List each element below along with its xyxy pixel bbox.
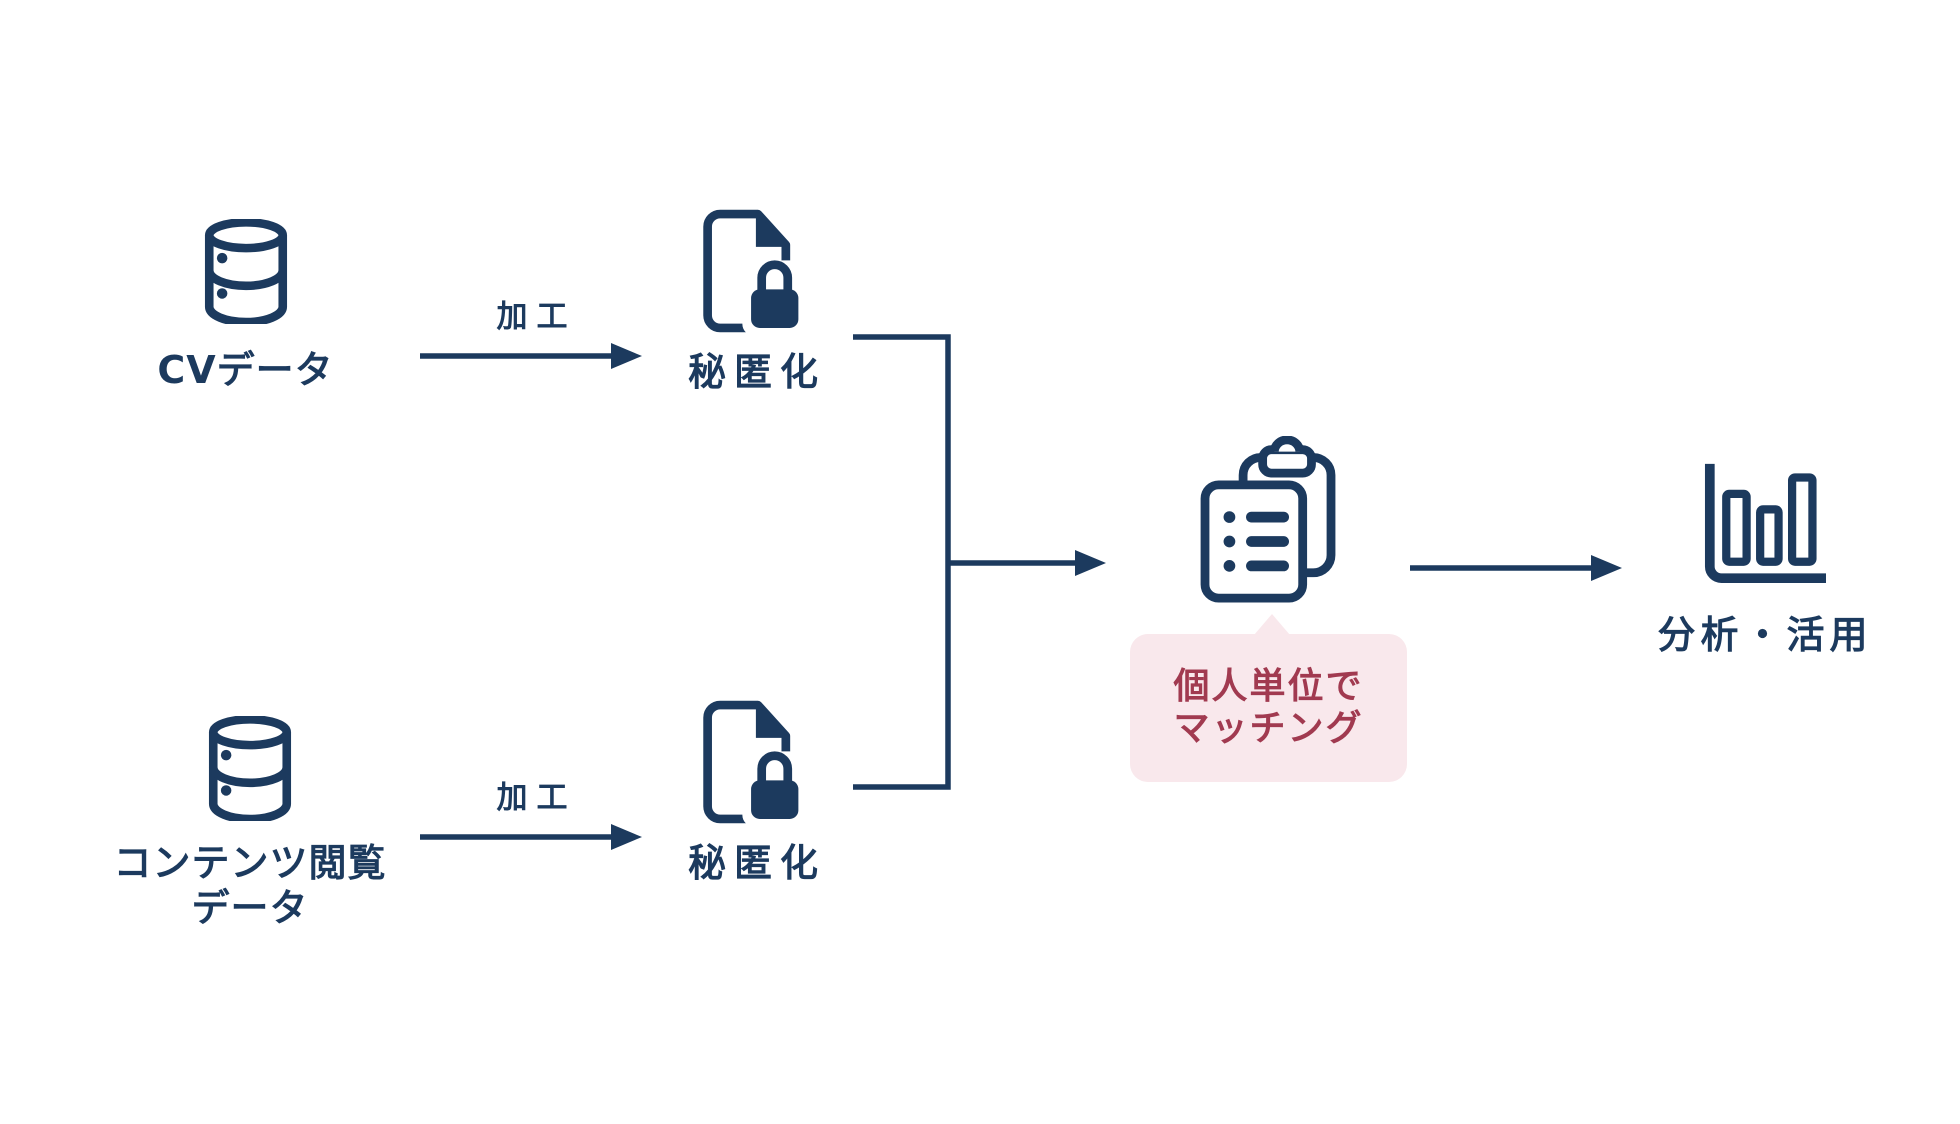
node-anonymize-bottom: 秘匿化	[628, 697, 878, 886]
matching-callout: 個人単位で マッチング	[1130, 614, 1407, 782]
document-lock-icon	[703, 700, 809, 827]
node-anonymize-top: 秘匿化	[628, 206, 878, 395]
node-label-anonymize-bottom: 秘匿化	[687, 841, 826, 885]
bar-chart-icon	[1704, 463, 1826, 583]
node-label-content-data-line1: コンテンツ閲覧	[113, 841, 387, 885]
database-icon	[208, 716, 292, 821]
edge-label-process-top: 加工	[496, 299, 577, 335]
node-label-content-data-line2: データ	[191, 886, 309, 930]
clipboard-icon	[1200, 436, 1335, 603]
document-lock-icon	[703, 209, 809, 336]
callout-text-line1: 個人単位で	[1173, 666, 1364, 707]
node-label-cv-data: CVデータ	[157, 348, 334, 392]
arrow-matching-to-analysis	[1410, 555, 1622, 581]
node-content-data: コンテンツ閲覧 データ	[105, 716, 395, 931]
node-matching	[1198, 436, 1338, 604]
arrow-merge-to-matching	[948, 550, 1106, 576]
node-label-analysis: 分析・活用	[1657, 613, 1873, 657]
arrow-process-bottom	[420, 824, 642, 850]
callout-text-line2: マッチング	[1173, 708, 1364, 749]
arrow-process-top	[420, 343, 642, 369]
node-cv-data: CVデータ	[128, 219, 363, 393]
node-label-anonymize-top: 秘匿化	[687, 350, 826, 394]
database-icon	[204, 219, 287, 324]
edge-label-process-bottom: 加工	[496, 780, 577, 816]
node-analysis: 分析・活用	[1612, 461, 1918, 658]
